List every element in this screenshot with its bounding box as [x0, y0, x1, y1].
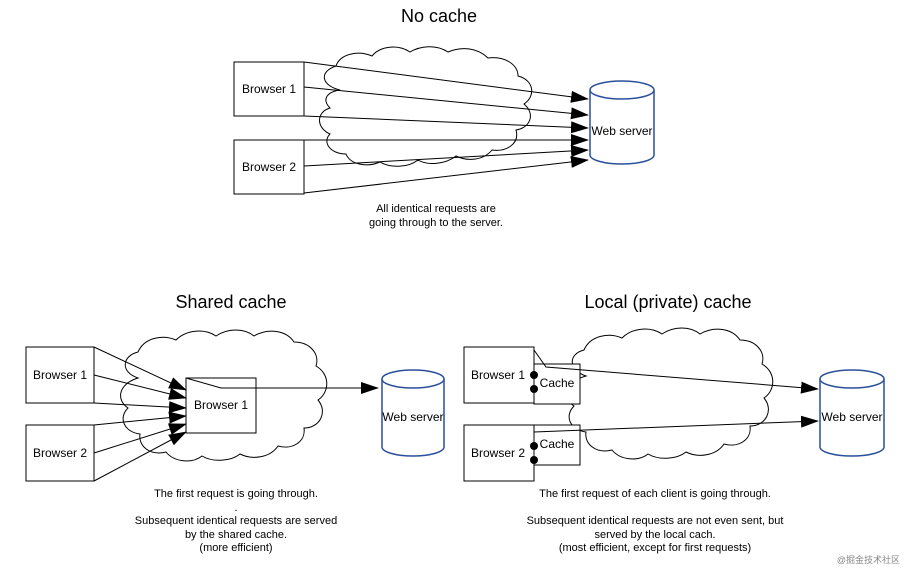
shared-cache-section: Shared cache Browser 1 Browser 2 Browser…	[25, 292, 445, 554]
caption-line: The first request of each client is goin…	[539, 488, 771, 500]
caption-line: Subsequent identical requests are not ev…	[527, 515, 784, 527]
local-cache-1-box	[533, 363, 581, 405]
request-arrows	[93, 346, 379, 482]
browser-1-box	[463, 346, 535, 404]
browser-2-box	[233, 139, 305, 195]
request-arrow	[533, 415, 819, 433]
request-arrow	[303, 86, 589, 120]
caption-line: Subsequent identical requests are served	[135, 515, 337, 527]
request-arrow	[303, 61, 589, 103]
request-arrow	[93, 423, 187, 454]
connector-dot	[530, 442, 538, 450]
browser-1-box	[233, 61, 305, 117]
caption-line: served by the local cach.	[594, 529, 715, 541]
caption-line: (more efficient)	[199, 542, 272, 554]
request-arrow	[93, 431, 187, 482]
request-arrow	[93, 411, 187, 426]
caption-line: by the shared cache.	[185, 529, 287, 541]
request-arrows	[303, 61, 589, 194]
request-arrow	[303, 115, 589, 134]
shared-cache-box	[185, 377, 257, 434]
no-cache-title: No cache	[401, 6, 477, 26]
browser-2-label: Browser 2	[471, 446, 525, 460]
browser-2-label: Browser 2	[242, 160, 296, 174]
web-server-cylinder	[589, 80, 655, 165]
no-cache-section: No cache Browser 1 Browser 2 Web server …	[233, 6, 655, 229]
local-cache-2-label: Cache	[540, 437, 575, 451]
network-cloud	[566, 327, 774, 460]
caption-line: (most efficient, except for first reques…	[559, 542, 751, 554]
caption-line: going through to the server.	[369, 217, 503, 229]
browser-2-box	[463, 424, 535, 482]
web-server-label: Web server	[821, 410, 882, 424]
request-arrow	[533, 349, 819, 394]
connector-dot	[530, 385, 538, 393]
request-arrow	[93, 401, 187, 414]
web-server-cylinder	[381, 369, 445, 457]
caption-line: The first request is going through.	[154, 488, 318, 500]
request-arrow	[303, 144, 589, 167]
shared-cache-title: Shared cache	[175, 292, 286, 312]
connector-dot	[530, 456, 538, 464]
request-arrow	[93, 374, 187, 400]
request-arrow	[93, 346, 187, 391]
local-cache-1-label: Cache	[540, 376, 575, 390]
cache-connectors	[530, 371, 538, 464]
browser-1-box	[25, 346, 95, 404]
browser-1-label: Browser 1	[471, 368, 525, 382]
forwarded-request-arrow	[185, 377, 379, 394]
local-cache-section: Local (private) cache Browser 1 Browser …	[463, 292, 885, 554]
caption-line: .	[234, 502, 237, 514]
request-arrows	[533, 349, 819, 433]
shared-cache-label: Browser 1	[194, 398, 248, 412]
web-server-label: Web server	[591, 124, 652, 138]
web-server-cylinder	[819, 369, 885, 457]
request-arrow	[303, 156, 589, 194]
local-cache-title: Local (private) cache	[584, 292, 751, 312]
browser-2-box	[25, 424, 95, 482]
connector-dot	[530, 371, 538, 379]
caption-line: All identical requests are	[376, 203, 496, 215]
web-server-label: Web server	[382, 410, 443, 424]
watermark: @掘金技术社区	[837, 554, 900, 565]
browser-2-label: Browser 2	[33, 446, 87, 460]
network-cloud	[319, 46, 533, 167]
browser-1-label: Browser 1	[242, 82, 296, 96]
browser-1-label: Browser 1	[33, 368, 87, 382]
